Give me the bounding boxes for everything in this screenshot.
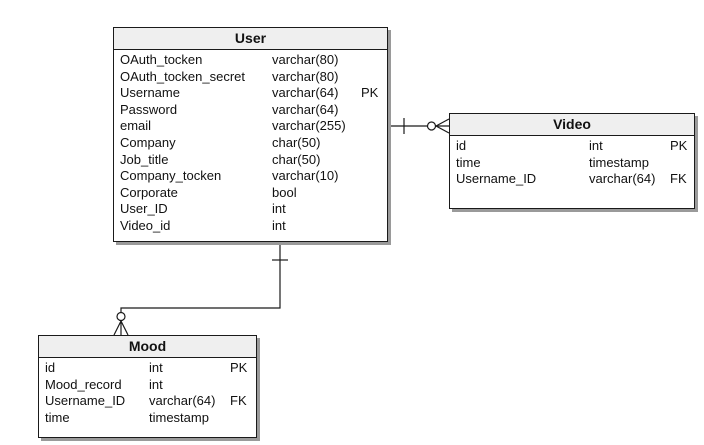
field-key: PK xyxy=(230,360,248,375)
field-type: int xyxy=(149,360,163,375)
field-type: int xyxy=(272,217,286,233)
field-type: char(50) xyxy=(272,151,321,167)
field-type: varchar(64) xyxy=(272,85,339,101)
connector-line-user-mood xyxy=(120,242,281,335)
zero-circle-marker xyxy=(116,311,126,322)
entity-mood[interactable]: Mood id int PK Mood_record int Username_… xyxy=(38,335,257,438)
field-type: bool xyxy=(272,184,297,200)
field-name: Username_ID xyxy=(456,171,537,187)
field-name: Company xyxy=(120,134,176,150)
field-row: Username varchar(64) PK xyxy=(114,85,387,102)
field-type: varchar(64) xyxy=(589,171,656,187)
crows-foot-marker xyxy=(113,320,122,336)
entity-title: Mood xyxy=(39,336,256,358)
field-name: Username xyxy=(120,85,180,101)
field-type: timestamp xyxy=(149,409,209,425)
field-name: Job_title xyxy=(120,151,169,167)
field-name: Company_tocken xyxy=(120,168,222,184)
field-name: time xyxy=(45,409,70,425)
field-row: id int PK xyxy=(39,360,256,377)
field-type: varchar(64) xyxy=(149,393,216,409)
field-row: time timestamp xyxy=(450,155,694,172)
field-name: OAuth_tocken_secret xyxy=(120,68,246,84)
field-row: email varchar(255) xyxy=(114,118,387,135)
field-name: Mood_record xyxy=(45,376,122,392)
field-type: varchar(10) xyxy=(272,168,339,184)
field-name: OAuth_tocken xyxy=(120,52,203,67)
entity-video[interactable]: Video id int PK time timestamp Username_… xyxy=(449,113,695,209)
field-name: Corporate xyxy=(120,184,178,200)
crows-foot-marker xyxy=(120,320,129,336)
field-type: int xyxy=(149,376,163,392)
field-type: timestamp xyxy=(589,154,649,170)
field-type: varchar(64) xyxy=(272,101,339,117)
field-name: id xyxy=(45,360,56,375)
entity-title: Video xyxy=(450,114,694,136)
entity-title: User xyxy=(114,28,387,50)
entity-user[interactable]: User OAuth_tocken varchar(80) OAuth_tock… xyxy=(113,27,388,242)
field-row: OAuth_tocken varchar(80) xyxy=(114,52,387,69)
field-type: varchar(255) xyxy=(272,118,346,134)
field-name: email xyxy=(120,118,152,134)
crows-foot-marker xyxy=(435,118,450,127)
entity-fields: id int PK time timestamp Username_ID var… xyxy=(450,136,694,188)
field-row: Job_title char(50) xyxy=(114,152,387,169)
field-row: Company char(50) xyxy=(114,135,387,152)
field-type: varchar(80) xyxy=(272,68,339,84)
field-row: User_ID int xyxy=(114,201,387,218)
relationship-user-mood xyxy=(113,242,288,336)
field-key: PK xyxy=(361,85,379,101)
zero-circle-marker xyxy=(426,121,437,131)
field-name: Video_id xyxy=(120,217,171,233)
field-key: FK xyxy=(670,171,687,187)
field-row: Username_ID varchar(64) FK xyxy=(39,393,256,410)
entity-fields: id int PK Mood_record int Username_ID va… xyxy=(39,358,256,426)
field-row: Company_tocken varchar(10) xyxy=(114,168,387,185)
field-name: User_ID xyxy=(120,201,168,217)
field-name: id xyxy=(456,138,467,153)
field-row: Username_ID varchar(64) FK xyxy=(450,171,694,188)
entity-fields: OAuth_tocken varchar(80) OAuth_tocken_se… xyxy=(114,50,387,235)
field-row: Mood_record int xyxy=(39,377,256,394)
crows-foot-marker xyxy=(435,125,450,134)
field-row: OAuth_tocken_secret varchar(80) xyxy=(114,69,387,86)
field-name: Username_ID xyxy=(45,393,126,409)
field-type: int xyxy=(589,138,603,153)
field-name: Password xyxy=(120,101,178,117)
field-row: Password varchar(64) xyxy=(114,102,387,119)
field-key: PK xyxy=(670,138,688,153)
field-type: varchar(80) xyxy=(272,52,339,67)
field-row: Video_id int xyxy=(114,218,387,235)
field-row: time timestamp xyxy=(39,410,256,427)
field-row: Corporate bool xyxy=(114,185,387,202)
field-type: int xyxy=(272,201,286,217)
field-key: FK xyxy=(230,393,247,409)
relationship-user-video xyxy=(388,118,450,134)
field-row: id int PK xyxy=(450,138,694,155)
field-name: time xyxy=(456,154,481,170)
field-type: char(50) xyxy=(272,134,321,150)
